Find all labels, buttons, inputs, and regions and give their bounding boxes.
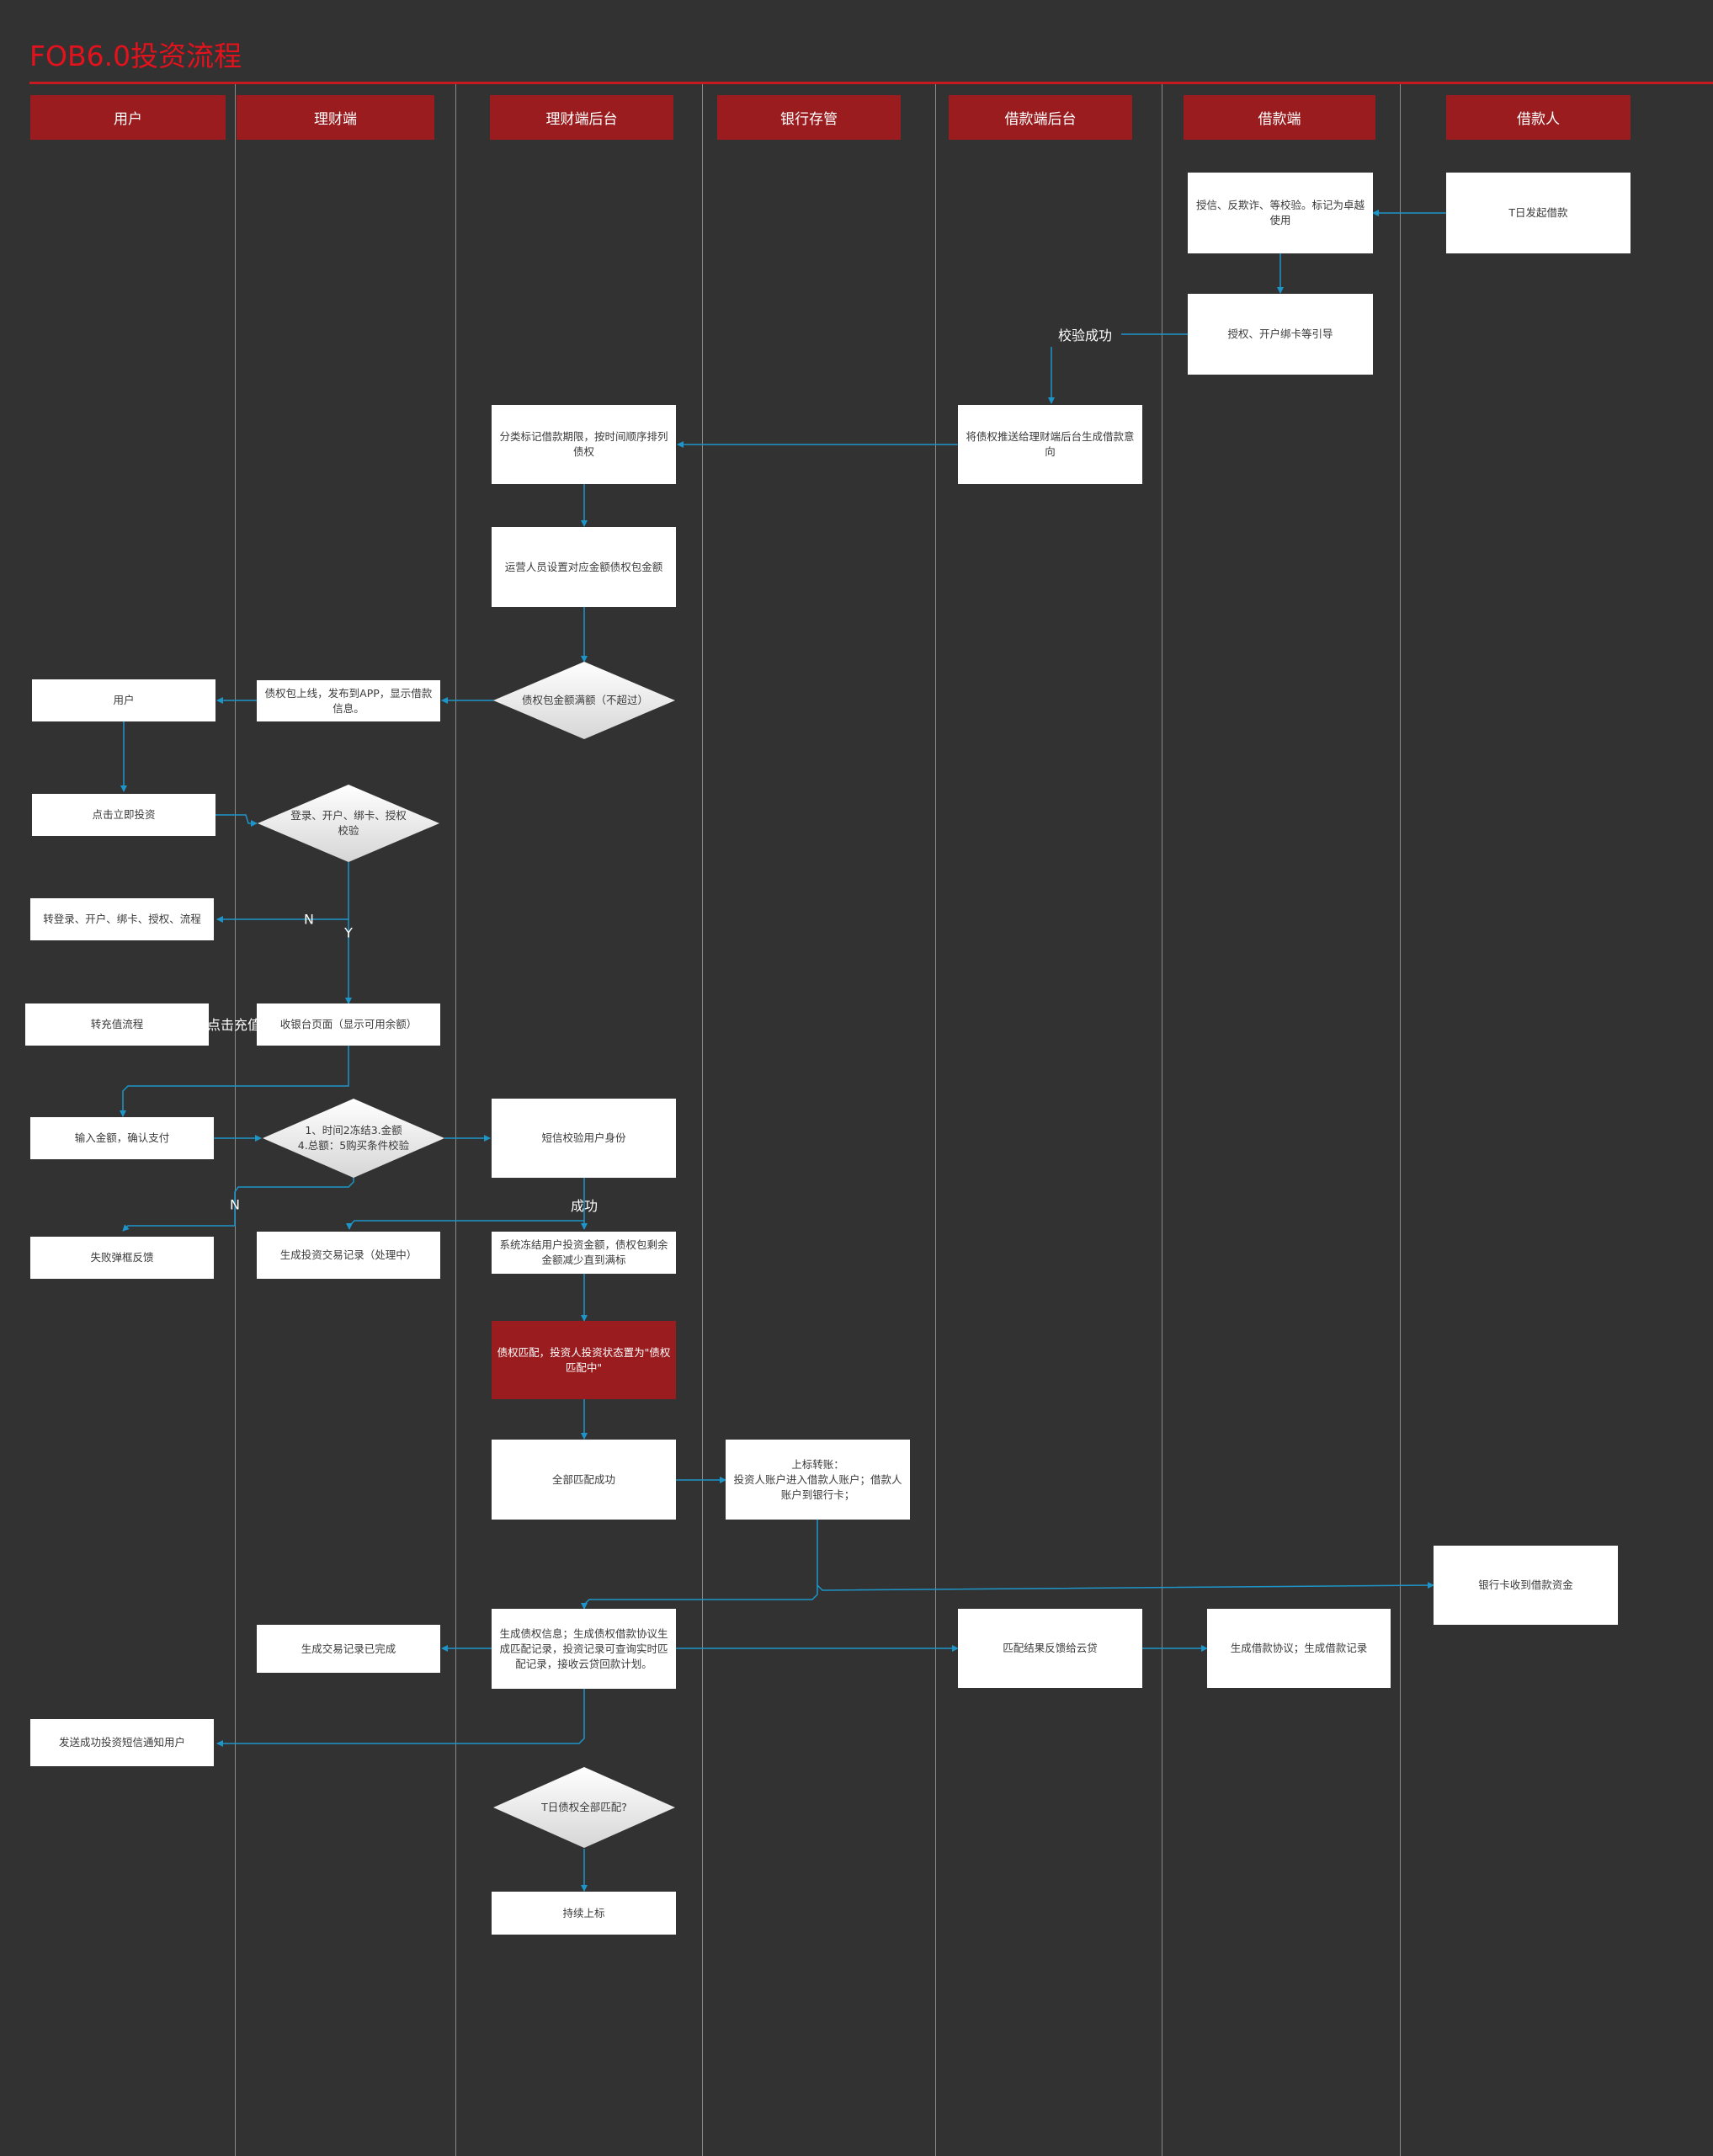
node-input-amount: 输入金额，确认支付 xyxy=(30,1117,214,1159)
node-continue: 持续上标 xyxy=(492,1892,676,1935)
lane-divider xyxy=(702,84,703,2156)
lane-divider xyxy=(1400,84,1401,2156)
node-gen-agreement: 生成借款协议；生成借款记录 xyxy=(1207,1609,1391,1688)
edge-label-click-recharge: 点击充值 xyxy=(206,1017,262,1033)
node-all-matched: 全部匹配成功 xyxy=(492,1440,676,1520)
node-push-intent: 将债权推送给理财端后台生成借款意向 xyxy=(958,405,1142,484)
node-set-amount: 运营人员设置对应金额债权包金额 xyxy=(492,527,676,607)
edge-click-to-login xyxy=(215,814,258,827)
lane-header-wealth-app: 理财端 xyxy=(237,95,434,140)
lane-header-bank-custody: 银行存管 xyxy=(717,95,901,140)
node-feedback: 匹配结果反馈给云贷 xyxy=(958,1609,1142,1688)
title-underline xyxy=(29,82,1713,84)
edge-sms-to-record xyxy=(346,1177,585,1230)
edge-label-yes: Y xyxy=(344,924,353,941)
edge-rule-to-fail xyxy=(122,1175,354,1232)
lane-header-wealth-backend: 理财端后台 xyxy=(490,95,673,140)
lane-divider xyxy=(235,84,236,2156)
node-freeze: 系统冻结用户投资金额，债权包剩余金额减少直到满标 xyxy=(492,1232,676,1274)
edge-geninfo-to-notify xyxy=(216,1688,585,1747)
edge-label-check-success: 校验成功 xyxy=(1057,327,1113,343)
node-classify: 分类标记借款期限，按时间顺序排列债权 xyxy=(492,405,676,484)
node-record-done: 生成交易记录已完成 xyxy=(257,1625,440,1673)
node-publish: 债权包上线，发布到APP，显示借款信息。 xyxy=(257,680,440,721)
node-cashier: 收银台页面（显示可用余额） xyxy=(257,1003,440,1046)
node-sms-verify: 短信校验用户身份 xyxy=(492,1099,676,1178)
node-matching: 债权匹配，投资人投资状态置为"债权匹配中" xyxy=(492,1321,676,1399)
node-click-invest: 点击立即投资 xyxy=(32,794,215,836)
node-goto-recharge: 转充值流程 xyxy=(25,1003,209,1046)
lane-header-user: 用户 xyxy=(30,95,226,140)
node-loan-start: T日发起借款 xyxy=(1446,173,1631,253)
edge-transfer-to-bank xyxy=(817,1520,1434,1591)
edge-label-no: N xyxy=(304,911,314,928)
lane-divider xyxy=(935,84,936,2156)
node-credit-check: 授信、反欺诈、等校验。标记为卓越使用 xyxy=(1188,173,1373,253)
page-title: FOB6.0投资流程 xyxy=(29,40,242,72)
node-gen-info: 生成债权信息；生成债权借款协议生成匹配记录，投资记录可查询实时匹配记录，接收云贷… xyxy=(492,1609,676,1689)
lane-divider xyxy=(455,84,456,2156)
node-bank-received: 银行卡收到借款资金 xyxy=(1434,1546,1618,1625)
node-transfer: 上标转账： 投资人账户进入借款人账户；借款人账户到银行卡； xyxy=(726,1440,910,1520)
edge-label-no: N xyxy=(230,1196,240,1213)
node-goto-login: 转登录、开户、绑卡、授权、流程 xyxy=(30,898,214,940)
node-record-pending: 生成投资交易记录（处理中） xyxy=(257,1232,440,1279)
node-auth-guide: 授权、开户绑卡等引导 xyxy=(1188,294,1373,375)
lane-header-loan-backend: 借款端后台 xyxy=(949,95,1132,140)
lane-header-borrower: 借款人 xyxy=(1446,95,1631,140)
edge-label-success: 成功 xyxy=(570,1198,598,1214)
edge-login-to-goto xyxy=(216,862,349,923)
node-fail-popup: 失败弹框反馈 xyxy=(30,1237,214,1279)
edge-cashier-to-input xyxy=(120,1046,349,1117)
node-user: 用户 xyxy=(32,679,215,721)
edge-transfer-to-geninfo xyxy=(581,1585,818,1610)
lane-header-loan-app: 借款端 xyxy=(1184,95,1375,140)
node-notify: 发送成功投资短信通知用户 xyxy=(30,1719,214,1766)
